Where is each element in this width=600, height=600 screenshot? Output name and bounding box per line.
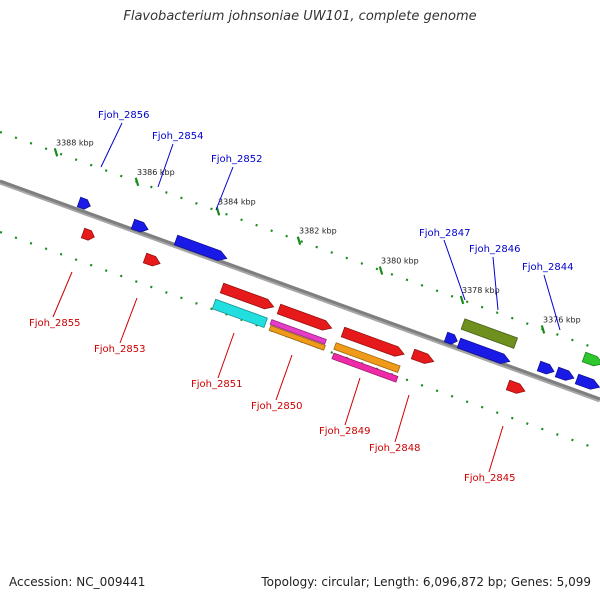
tick-label: 3388 kbp [56,138,94,147]
tick-label: 3376 kbp [543,315,581,324]
tick-mark [296,236,302,246]
domain-bar-fjoh-2846 [460,318,519,349]
leader-line-fjoh_2855 [52,271,73,318]
domain-bar-fjoh-2850-b [268,325,326,351]
gene-label-fjoh_2852: Fjoh_2852 [211,154,262,165]
leader-line-fjoh_2856 [100,122,123,168]
tick-mark [134,177,140,187]
leader-line-fjoh_2847 [443,239,466,301]
gene-arrow-fjoh_2856 [76,196,91,210]
leader-line-fjoh_2854 [157,143,174,188]
accession-label: Accession: NC_009441 [9,575,146,589]
gene-label-fjoh_2844: Fjoh_2844 [522,262,573,273]
gene-arrow-fjoh_2846 [456,337,511,364]
leader-line-fjoh_2849 [344,377,361,426]
domain-bar-fjoh-2849-b [331,352,399,383]
gene-arrow-fjoh_2851 [219,282,275,310]
gene-arrow-fjoh_2850 [276,303,333,331]
leader-line-fjoh_2851 [217,332,235,379]
leader-line-fjoh_2848 [394,394,410,443]
leader-line-fjoh_2853 [119,297,138,344]
tick-label: 3386 kbp [137,168,175,177]
gene-label-fjoh_2850: Fjoh_2850 [251,401,302,412]
domain-bar-fjoh-2851 [211,298,268,329]
genome-title: Flavobacterium johnsoniae UW101, complet… [123,9,477,24]
gene-arrow-fjoh_2853 [142,252,161,267]
gene-arrow-fjoh_2845 [505,379,526,394]
tick-label: 3380 kbp [381,257,419,266]
gene-arrow-fjoh_2849 [340,326,405,357]
tick-mark [53,148,59,157]
leader-line-fjoh_2850 [275,354,293,401]
gene-arrow-fjoh_2841 [581,351,600,367]
gene-arrow-fjoh_2842 [574,373,600,390]
leader-line-fjoh_2844 [543,274,561,331]
gene-arrow-fjoh_2855 [80,227,95,241]
gene-label-fjoh_2856: Fjoh_2856 [98,110,149,121]
gene-label-fjoh_2847: Fjoh_2847 [419,228,470,239]
gene-arrow-fjoh_2854 [130,218,149,233]
gene-label-fjoh_2845: Fjoh_2845 [464,473,515,484]
leader-line-fjoh_2846 [492,256,499,311]
tick-label: 3378 kbp [462,286,500,295]
tick-mark [459,295,465,305]
gene-label-fjoh_2848: Fjoh_2848 [369,443,420,454]
gene-arrow-fjoh_2843 [554,366,575,381]
gene-arrow-fjoh_2848 [410,348,435,364]
gene-label-fjoh_2853: Fjoh_2853 [94,344,145,355]
axis-line [0,179,600,401]
domain-bar-fjoh-2850-a [269,319,327,345]
domain-bar-fjoh-2849-a [333,342,401,374]
genome-summary: Topology: circular; Length: 6,096,872 bp… [261,575,591,589]
leader-line-fjoh_2845 [488,425,504,473]
gene-arrow-fjoh_2852 [173,234,228,261]
tick-label: 3382 kbp [299,227,337,236]
gene-label-fjoh_2851: Fjoh_2851 [191,379,242,390]
tick-mark [540,325,546,334]
tick-label: 3384 kbp [218,197,256,206]
gene-label-fjoh_2846: Fjoh_2846 [469,244,520,255]
gene-label-fjoh_2849: Fjoh_2849 [319,426,370,437]
gene-arrow-fjoh_2847 [443,331,458,345]
gene-arrow-fjoh_2844 [536,360,555,375]
leader-line-fjoh_2852 [215,166,234,211]
tick-mark [215,206,221,216]
gene-label-fjoh_2854: Fjoh_2854 [152,131,203,142]
gene-label-fjoh_2855: Fjoh_2855 [29,318,80,329]
tick-mark [378,266,384,275]
